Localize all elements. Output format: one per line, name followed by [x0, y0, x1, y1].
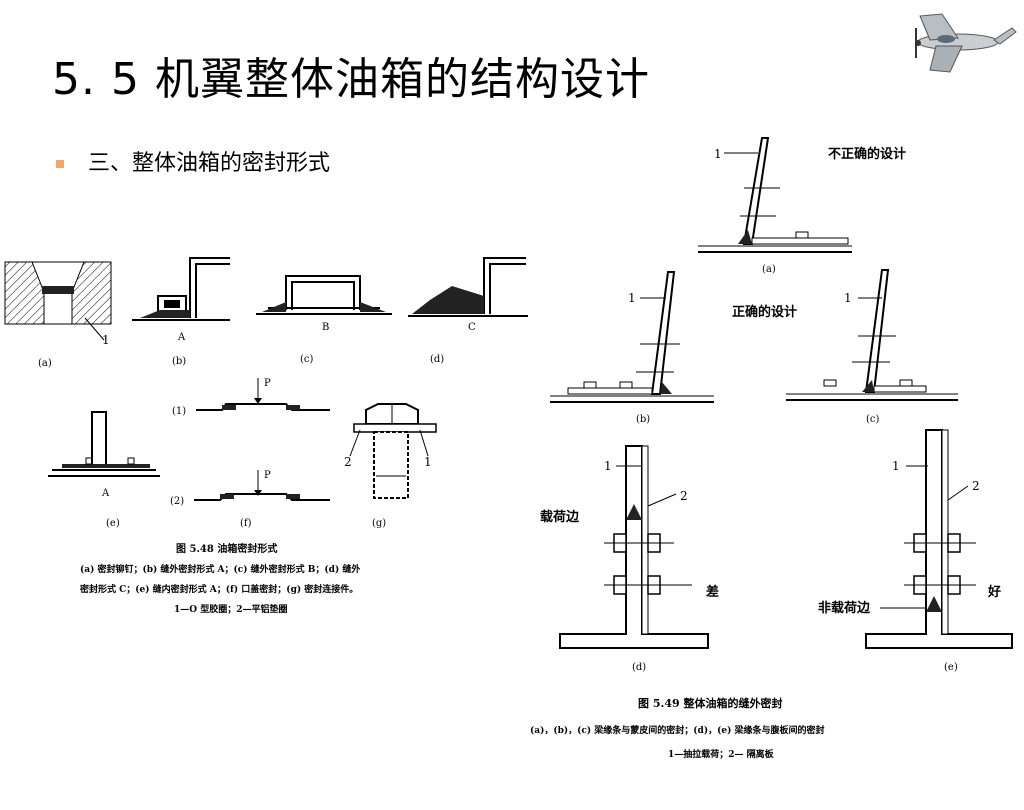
- fig548-d-part: C: [468, 322, 476, 333]
- fig548-g-num1: 1: [424, 455, 432, 469]
- fig548-a-num: 1: [102, 333, 110, 347]
- fig548-g-num2: 2: [344, 455, 352, 469]
- fig548-b-part: A: [177, 332, 186, 343]
- fig549-a: 1 不正确的设计 (a): [698, 137, 906, 275]
- label-good: 好: [987, 584, 1001, 600]
- fig549-d-label: (d): [632, 662, 646, 673]
- fig548-f: (1) P (2) P (f): [170, 378, 330, 529]
- fig549-e-num2: 2: [972, 479, 980, 493]
- fig549-e-num1: 1: [892, 459, 900, 473]
- fig549-e-label: (e): [944, 662, 958, 673]
- fig548-f-row1: (1): [172, 406, 186, 417]
- fig548-caption: 图 5.48 油箱密封形式 (a) 密封铆钉；(b) 缝外密封形式 A；(c) …: [79, 542, 360, 615]
- bullet-marker: [56, 160, 64, 168]
- label-nonload-edge: 非载荷边: [818, 600, 871, 616]
- fig548-a-label: (a): [38, 358, 52, 369]
- label-incorrect-design: 不正确的设计: [828, 146, 906, 162]
- fig549-caption-line1: (a)，(b)，(c) 梁缘条与蒙皮间的密封；(d)，(e) 梁缘条与腹板间的密…: [530, 724, 824, 736]
- fig548-c: B (c): [256, 275, 392, 365]
- fig548-e-label: (e): [106, 518, 120, 529]
- fig548-e: A (e): [48, 411, 160, 529]
- fig549-c-label: (c): [866, 414, 880, 425]
- fig549-c-num: 1: [844, 291, 852, 305]
- fig548-g-label: (g): [372, 518, 386, 529]
- airplane-icon: [915, 13, 1017, 73]
- fig549-e: 1 2 好 非载荷边 (e): [818, 429, 1013, 673]
- fig549-caption-title: 图 5.49 整体油箱的缝外密封: [638, 696, 782, 710]
- fig549-d: 1 2 载荷边 差 (d): [540, 445, 719, 673]
- label-correct-design: 正确的设计: [732, 304, 797, 320]
- label-bad: 差: [706, 584, 719, 600]
- fig548-a-rivet: 1 (a): [4, 261, 112, 369]
- fig548-f-load2: P: [264, 470, 271, 481]
- fig548-g: 2 1 (g): [344, 403, 437, 529]
- fig548-c-label: (c): [300, 354, 314, 365]
- fig548-e-part: A: [101, 488, 110, 499]
- fig548-f-label: (f): [240, 518, 252, 529]
- page-title: 5. 5 机翼整体油箱的结构设计: [52, 54, 650, 105]
- fig549-d-num1: 1: [604, 459, 612, 473]
- fig549-a-label: (a): [762, 264, 776, 275]
- fig548-b-label: (b): [172, 356, 186, 367]
- fig548-f-row2: (2): [170, 496, 184, 507]
- label-load-edge: 载荷边: [540, 509, 580, 525]
- fig548-c-part: B: [322, 322, 329, 333]
- fig549-c: 1 (c): [786, 269, 958, 425]
- bullet-text: 三、整体油箱的密封形式: [88, 151, 331, 176]
- fig548-d: C (d): [408, 257, 528, 365]
- fig549-b-num: 1: [628, 291, 636, 305]
- fig549-caption: 图 5.49 整体油箱的缝外密封 (a)，(b)，(c) 梁缘条与蒙皮间的密封；…: [530, 696, 824, 760]
- fig548-caption-line1: (a) 密封铆钉；(b) 缝外密封形式 A；(c) 缝外密封形式 B；(d) 缝…: [80, 563, 360, 575]
- fig549-b: 1 (b): [550, 271, 714, 425]
- fig548-d-label: (d): [430, 354, 444, 365]
- fig548-caption-line2: 密封形式 C；(e) 缝内密封形式 A；(f) 口盖密封；(g) 密封连接件。: [79, 583, 358, 595]
- fig549-b-label: (b): [636, 414, 650, 425]
- fig548-caption-title: 图 5.48 油箱密封形式: [176, 542, 277, 555]
- fig548-caption-line3: 1—O 型胶圈；2—平铝垫圈: [174, 603, 288, 615]
- fig548-f-load1: P: [264, 378, 271, 389]
- fig549-a-num: 1: [714, 147, 722, 161]
- fig549-caption-line2: 1—抽拉载荷；2— 隔离板: [668, 748, 775, 760]
- fig548-b: A (b): [132, 257, 230, 367]
- fig549-d-num2: 2: [680, 489, 688, 503]
- bullet-item: 三、整体油箱的密封形式: [56, 150, 330, 178]
